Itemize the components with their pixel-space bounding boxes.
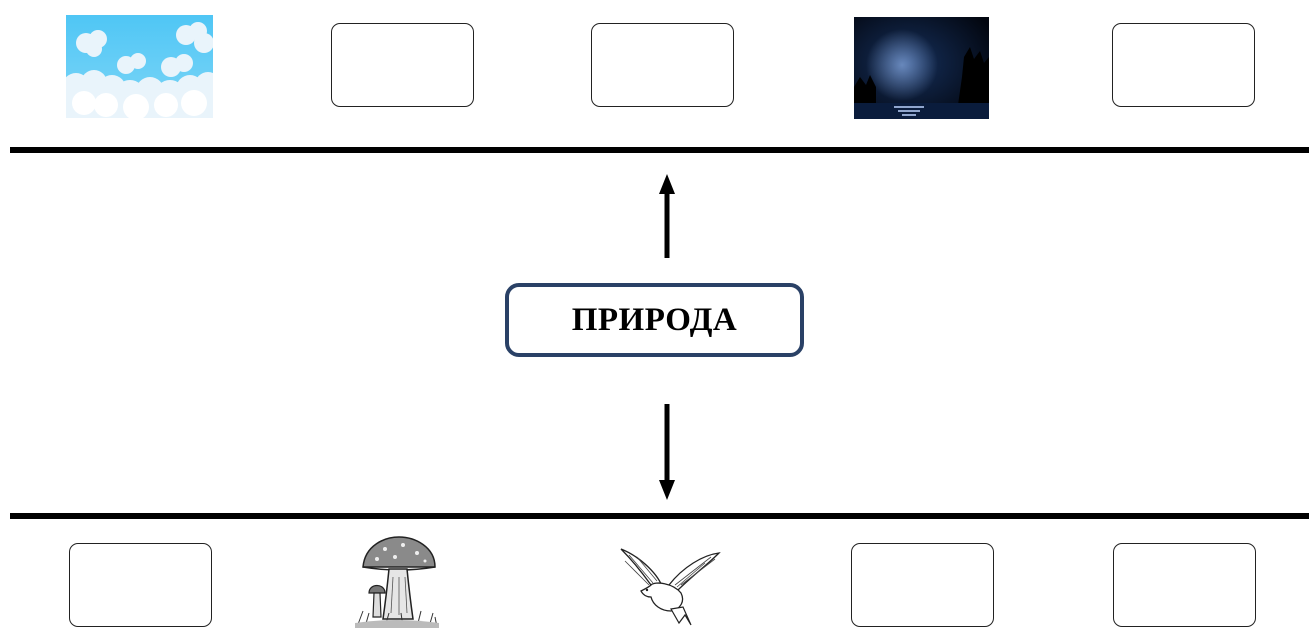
sky-clouds-icon <box>66 15 213 118</box>
bottom-empty-box-1[interactable] <box>69 543 212 627</box>
top-empty-box-5[interactable] <box>1112 23 1255 107</box>
mushroom-icon <box>355 533 439 628</box>
bottom-divider-line <box>10 513 1309 519</box>
night-moon-icon <box>854 17 989 119</box>
top-divider-line <box>10 147 1309 153</box>
center-label: ПРИРОДА <box>571 301 738 338</box>
bottom-empty-box-4[interactable] <box>851 543 994 627</box>
bottom-empty-box-5[interactable] <box>1113 543 1256 627</box>
center-concept-box: ПРИРОДА <box>505 283 804 357</box>
down-arrow-icon <box>659 404 675 500</box>
up-arrow-icon <box>659 174 675 258</box>
top-empty-box-3[interactable] <box>591 23 734 107</box>
dove-icon <box>611 545 723 627</box>
top-empty-box-2[interactable] <box>331 23 474 107</box>
